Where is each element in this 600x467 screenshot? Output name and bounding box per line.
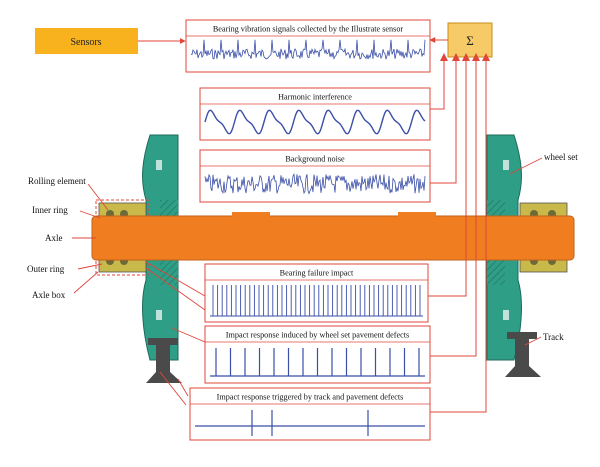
left-wheel-slot-2 <box>156 310 162 320</box>
pointer-axle-box <box>73 271 99 294</box>
pointer-wheel-set <box>509 157 543 175</box>
label-axle-box: Axle box <box>32 290 66 300</box>
panel-title-harmonic: Harmonic interference <box>278 93 352 102</box>
label-wheel-set: wheel set <box>544 152 578 162</box>
label-axle: Axle <box>45 233 63 243</box>
sum-box <box>447 22 493 58</box>
panel-title-wheel-defect: Impact response induced by wheel set pav… <box>226 331 409 340</box>
pointer-wheel-defect <box>171 327 206 343</box>
panel-harmonic: Harmonic interference <box>199 87 431 141</box>
right-rail <box>505 332 541 377</box>
panel-title-noise: Background noise <box>285 155 345 164</box>
panel-track-defect: Impact response triggered by track and p… <box>189 387 431 441</box>
pointer-outer-ring <box>77 263 103 270</box>
label-rolling-element: Rolling element <box>28 176 86 186</box>
panel-title-track-defect: Impact response triggered by track and p… <box>217 393 404 402</box>
pointer-track-defect-a <box>159 371 187 406</box>
connector-harmonic <box>430 58 445 110</box>
label-inner-ring: Inner ring <box>32 205 68 215</box>
pointer-inner-ring <box>79 210 101 219</box>
sum-input-arrows <box>440 53 490 61</box>
panel-wheel-defect: Impact response induced by wheel set pav… <box>204 325 431 384</box>
sum-symbol: Σ <box>466 33 474 48</box>
panel-noise: Background noise <box>199 149 431 203</box>
panel-failure: Bearing failure impact <box>204 263 429 323</box>
axle <box>91 215 575 261</box>
connector-wheel-defect <box>430 58 477 357</box>
left-wheel-slot-1 <box>156 160 162 170</box>
pointer-rolling-element <box>87 183 109 211</box>
label-outer-ring: Outer ring <box>27 264 65 274</box>
connector-lines <box>428 58 487 413</box>
waveform-harmonic <box>204 109 426 135</box>
right-wheel-slot-1 <box>503 160 509 170</box>
waveform-failure <box>210 285 423 317</box>
connector-noise <box>430 58 457 184</box>
connector-track-defect <box>430 58 487 413</box>
pointer-failure-b <box>145 267 206 311</box>
waveform-noise <box>204 173 426 195</box>
pointer-failure-a <box>145 261 206 297</box>
left-rail <box>146 338 182 383</box>
sensors-label: Sensors <box>70 37 101 48</box>
pointer-track <box>524 336 542 346</box>
waveform-wheel-defect <box>210 348 425 377</box>
signal-panels: Bearing vibration signals collected by t… <box>185 19 431 441</box>
panel-title-failure: Bearing failure impact <box>280 269 354 278</box>
right-wheel-slot-2 <box>503 310 509 320</box>
label-track: Track <box>543 332 564 342</box>
waveform-track-defect <box>195 410 425 436</box>
sensors-box <box>35 28 138 54</box>
pointer-lines <box>72 157 543 406</box>
panel-vibration: Bearing vibration signals collected by t… <box>185 19 431 73</box>
waveform-vibration <box>190 39 426 60</box>
pointer-track-defect-b <box>177 378 189 397</box>
axle-shoulder-1 <box>232 212 270 218</box>
axle-shoulder-2 <box>398 212 436 218</box>
panel-title-vibration: Bearing vibration signals collected by t… <box>213 25 404 34</box>
connector-failure <box>428 58 467 297</box>
